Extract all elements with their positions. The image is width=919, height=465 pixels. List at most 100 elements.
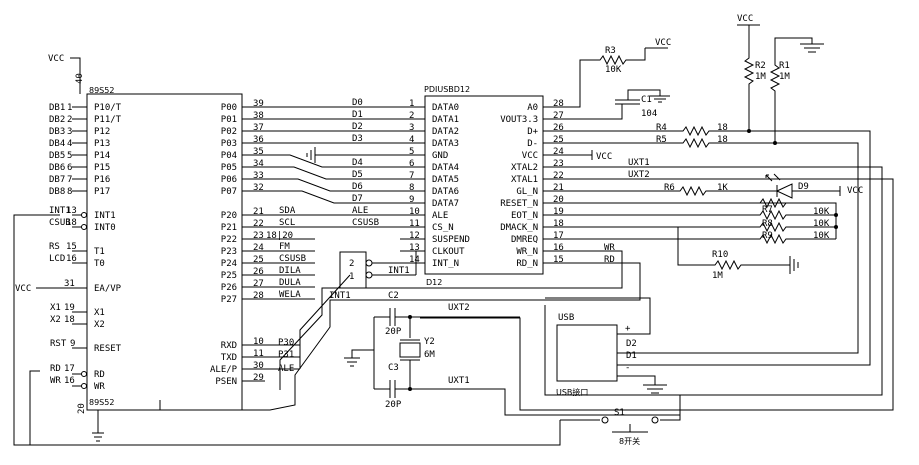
- d12-right-pin-label: RESET_N: [500, 199, 538, 209]
- data-bus-line: [265, 190, 400, 204]
- p2-net-label: DILA: [279, 266, 301, 276]
- mcu-right-pin-num: 25: [253, 255, 264, 265]
- csusb-net-right: CSUSB: [352, 218, 379, 228]
- usb-d1: D1: [626, 351, 637, 361]
- mcu-right-pin-label: P06: [221, 175, 237, 185]
- mcu-left-pin-label: P10/T: [94, 103, 122, 113]
- mcu-left-pin-label: X1: [94, 308, 105, 318]
- mcu-right-pin-num: 21: [253, 207, 264, 217]
- mcu-right-pin-num: 24: [253, 243, 264, 253]
- mcu-right-pin-num: 32: [253, 183, 264, 193]
- pin-num: 16: [64, 376, 75, 386]
- mcu-right-pin-num: 10: [253, 337, 264, 347]
- d12-left-pin-num: 4: [409, 135, 414, 145]
- d12-left-pin-num: 3: [409, 123, 414, 133]
- d12-left-pin-num: 12: [409, 231, 420, 241]
- data-bus-line: [265, 166, 400, 180]
- d12-left-pin-label: GND: [432, 151, 448, 161]
- wr-net-left: WR: [50, 376, 61, 386]
- d12-body: [424, 95, 544, 275]
- d12-right-pin-label: EOT_N: [511, 211, 538, 221]
- mcu-left-pin-label: T1: [94, 247, 105, 257]
- mcu-left-pin-label: P12: [94, 127, 110, 137]
- r4-num: 18: [717, 123, 728, 133]
- d12-left-pin-num: 6: [409, 159, 414, 169]
- rd-net-label: RD: [604, 255, 615, 265]
- int1-jumper-label: INT1: [329, 291, 351, 301]
- c3-label: C3: [388, 363, 399, 373]
- net-lcd: LCD: [49, 254, 65, 264]
- c3-value: 20P: [385, 400, 402, 410]
- crystal-y2: [399, 342, 421, 358]
- mcu-right-pin-num: 30: [253, 361, 264, 371]
- d12-right-pin-label: VCC: [522, 151, 538, 161]
- mcu-right-pin-label: P27: [221, 295, 237, 305]
- d12-right-pin-num: 28: [553, 99, 564, 109]
- c2-value: 20P: [385, 327, 402, 337]
- mcu-left-pin-label: P15: [94, 163, 110, 173]
- d12-left-pin-num: 13: [409, 243, 420, 253]
- mcu-right-pin-label: ALE/P: [210, 365, 238, 375]
- r5-num: 18: [717, 135, 728, 145]
- d9-label: D9: [798, 182, 809, 192]
- d12-right-pin-label: DMACK_N: [500, 223, 538, 233]
- mcu-right-pin-label: P20: [221, 211, 237, 221]
- mcu-right-pin-num: 33: [253, 171, 264, 181]
- mcu-right-pin-label: P25: [221, 271, 237, 281]
- d12-right-pin-num: 24: [553, 147, 564, 157]
- d12-left-pin-label: DATA1: [432, 115, 459, 125]
- int1-net-label: INT1: [388, 266, 410, 276]
- mcu-left-pin-label: P14: [94, 151, 110, 161]
- d12-right-pin-label: XTAL2: [511, 163, 538, 173]
- db-pin-num: 3: [67, 127, 72, 137]
- d12-left-pin-num: 10: [409, 207, 420, 217]
- d12-left-pin-label: SUSPEND: [432, 235, 470, 245]
- d12-right-pin-label: XTAL1: [511, 175, 538, 185]
- d12-left-pin-num: 8: [409, 183, 414, 193]
- r10-value: 1M: [712, 271, 723, 281]
- c2-label: C2: [388, 291, 399, 301]
- mcu-right-pin-num: 37: [253, 123, 264, 133]
- mcu-left-pin-label: RESET: [94, 344, 122, 354]
- d12-right-pin-num: 15: [553, 255, 564, 265]
- mcu-right-pin-label: PSEN: [215, 377, 237, 387]
- d12-left-pin-label: DATA6: [432, 187, 459, 197]
- mcu-right-pin-label: P02: [221, 127, 237, 137]
- s1-label: S1: [614, 408, 625, 418]
- net-rs: RS: [49, 242, 60, 252]
- data-net-label: D7: [352, 194, 363, 204]
- d12-right-pin-num: 20: [553, 195, 564, 205]
- r3-label: R3: [605, 46, 616, 56]
- usb-label: USB: [558, 313, 574, 323]
- x2-net: X2: [50, 315, 61, 325]
- y2-label: Y2: [424, 337, 435, 347]
- mcu-right-pin-num: 27: [253, 279, 264, 289]
- mcu-right-pin-num: 28: [253, 291, 264, 301]
- data-net-label: D2: [352, 122, 363, 132]
- r2-value: 1M: [755, 72, 766, 82]
- d12-right-pin-num: 25: [553, 135, 564, 145]
- pin-num: 16: [66, 254, 77, 264]
- mcu-right-pin-label: P05: [221, 163, 237, 173]
- r2-label: R2: [755, 61, 766, 71]
- mcu-pin20: 20: [77, 403, 87, 414]
- pin-num: 13: [66, 206, 77, 216]
- db-pin-num: 6: [67, 163, 72, 173]
- d12-left-pin-label: INT_N: [432, 259, 459, 269]
- vcc-label-ea: VCC: [15, 284, 31, 294]
- mcu-part-top: 89S52: [89, 86, 114, 95]
- r5-label: R5: [656, 135, 667, 145]
- d12-left-pin-num: 1: [409, 99, 414, 109]
- r7-label: R7: [762, 205, 773, 215]
- d12-left-pin-num: 7: [409, 171, 414, 181]
- r10-label: R10: [712, 250, 728, 260]
- vcc-label-r2: VCC: [737, 14, 753, 24]
- p2-net-label: SCL: [279, 218, 295, 228]
- mcu-right-pin-label: P24: [221, 259, 237, 269]
- d12-left-pin-label: DATA7: [432, 199, 459, 209]
- db-label: DB2: [49, 115, 65, 125]
- data-net-label: D4: [352, 158, 363, 168]
- d12-left-pin-num: 14: [409, 255, 420, 265]
